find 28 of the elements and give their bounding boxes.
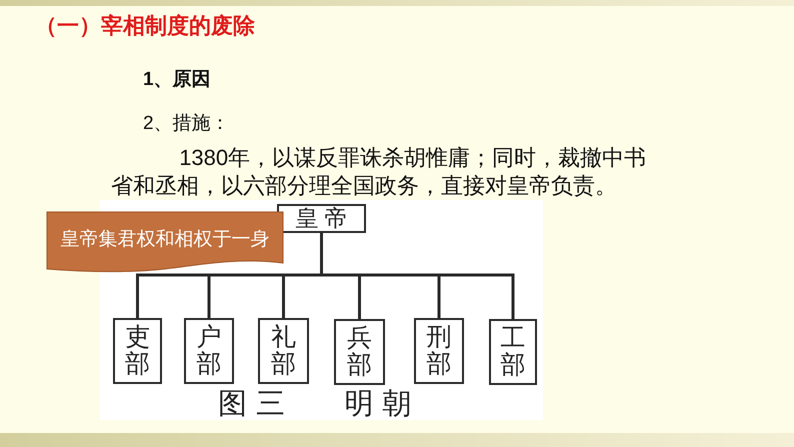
box-label: 吏部	[125, 324, 150, 378]
connector-line	[136, 232, 514, 276]
figure-caption: 图三 明朝	[218, 388, 420, 420]
org-box	[277, 204, 366, 233]
section-title: （一）宰相制度的废除	[35, 12, 255, 40]
box-label: 皇帝	[294, 207, 354, 230]
list-heading: 1、原因	[143, 68, 211, 92]
department-box	[414, 318, 464, 384]
connector-line	[136, 275, 139, 318]
list-heading: 2、措施：	[143, 112, 230, 136]
box-label: 刑部	[426, 324, 452, 378]
department-box	[184, 318, 234, 384]
box-label: 工部	[500, 324, 526, 380]
connector-line	[282, 275, 285, 318]
connector-line	[358, 275, 361, 319]
department-box	[334, 319, 385, 385]
department-box	[113, 318, 162, 384]
box-label: 户部	[196, 324, 222, 378]
body-paragraph: 1380年，以谋反罪诛杀胡惟庸；同时，裁撤中书省和丞相，以六部分理全国政务，直接对皇帝负责。	[111, 144, 648, 200]
callout-text: 皇帝集君权和相权于一身	[60, 228, 270, 252]
connector-line	[438, 275, 440, 318]
department-box	[258, 318, 309, 384]
connector-line	[208, 275, 210, 318]
connector-line	[512, 275, 514, 319]
department-box	[489, 319, 537, 385]
callout-banner	[47, 212, 283, 272]
box-label: 礼部	[271, 324, 296, 378]
box-label: 兵部	[347, 324, 372, 380]
